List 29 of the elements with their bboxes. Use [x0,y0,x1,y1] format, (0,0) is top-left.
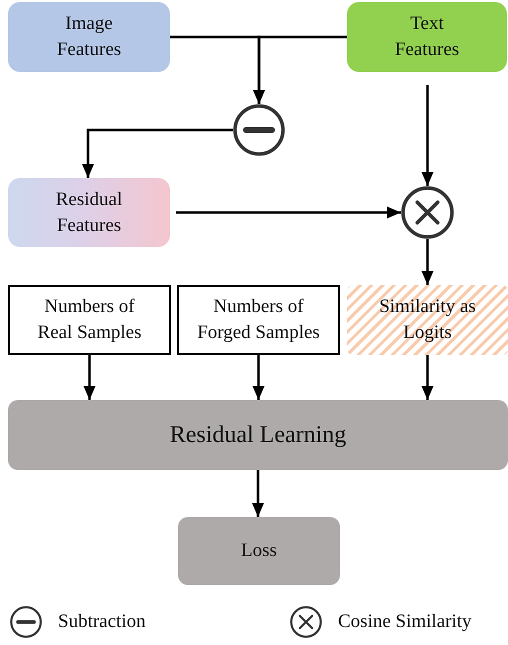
box-label: Numbers of Real Samples [36,295,142,345]
box-label: Residual Features [54,188,124,238]
feature-box [347,2,507,72]
feature-box [8,2,170,72]
box-label: Text Features [394,12,460,62]
minus-circle [233,104,285,156]
box-label: Residual Learning [168,421,348,450]
process-box [8,285,171,355]
process-box [8,400,508,470]
arrow [253,36,347,104]
box-label: Numbers of Forged Samples [196,295,321,345]
arrow [82,128,233,178]
arrow [252,470,264,517]
arrow [422,85,434,186]
arrow [252,355,264,400]
legend-label: Cosine Similarity [338,610,472,634]
arrow [422,239,434,285]
box-label: Image Features [56,12,122,62]
arrow [422,355,434,400]
box-label: Loss [240,539,278,563]
process-box [177,285,340,355]
feature-box [8,178,170,247]
legend-label: Subtraction [58,610,146,634]
cross-circle [401,186,454,239]
process-box [178,517,340,585]
box-label: Similarity as Logits [378,295,477,345]
hatched-box [347,285,508,355]
arrow [176,206,401,218]
arrow [84,355,96,400]
